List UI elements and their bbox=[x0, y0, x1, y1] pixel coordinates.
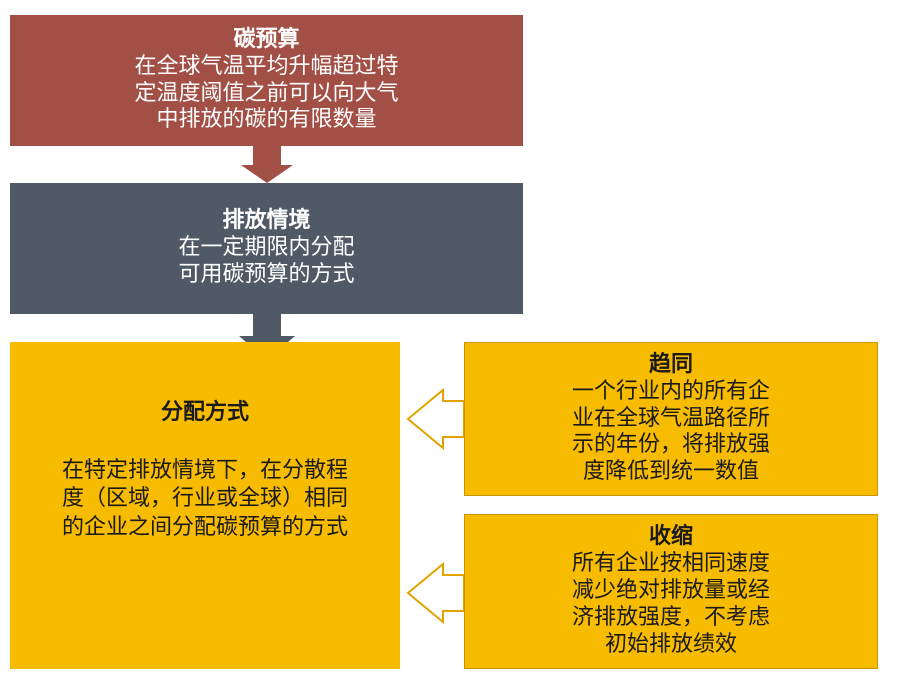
arrow-scenario-to-method bbox=[239, 314, 295, 360]
contraction-title: 收缩 bbox=[648, 524, 693, 550]
convergence-line-2: 业在全球气温路径所 bbox=[571, 405, 770, 431]
allocation-method-title: 分配方式 bbox=[160, 400, 249, 425]
emission-scenario-line-1: 在一定期限内分配 bbox=[178, 235, 355, 261]
carbon-budget-line-1: 在全球气温平均升幅超过特 bbox=[134, 53, 399, 79]
convergence-line-3: 示的年份，将排放强 bbox=[571, 432, 770, 458]
emission-scenario-box: 排放情境 在一定期限内分配 可用碳预算的方式 bbox=[10, 183, 523, 314]
carbon-budget-line-3: 中排放的碳的有限数量 bbox=[156, 107, 377, 133]
emission-scenario-line-2: 可用碳预算的方式 bbox=[178, 261, 355, 287]
allocation-method-line-1: 在特定排放情境下，在分散程 bbox=[61, 457, 348, 483]
convergence-line-4: 度降低到统一数值 bbox=[582, 459, 759, 485]
carbon-budget-title: 碳预算 bbox=[233, 26, 300, 52]
carbon-budget-box: 碳预算 在全球气温平均升幅超过特 定温度阈值之前可以向大气 中排放的碳的有限数量 bbox=[10, 15, 523, 146]
allocation-method-line-2: 度（区域，行业或全球）相同 bbox=[61, 486, 348, 512]
contraction-box: 收缩 所有企业按相同速度 减少绝对排放量或经 济排放强度，不考虑 初始排放绩效 bbox=[464, 514, 878, 669]
convergence-line-1: 一个行业内的所有企 bbox=[571, 378, 770, 404]
contraction-line-1: 所有企业按相同速度 bbox=[571, 551, 770, 577]
arrow-convergence-to-method bbox=[406, 387, 465, 451]
allocation-method-description: 在特定排放情境下，在分散程 度（区域，行业或全球）相同 的企业之间分配碳预算的方… bbox=[44, 457, 366, 543]
contraction-line-4: 初始排放绩效 bbox=[604, 631, 737, 657]
convergence-title: 趋同 bbox=[648, 351, 693, 377]
allocation-method-box: 分配方式 在特定排放情境下，在分散程 度（区域，行业或全球）相同 的企业之间分配… bbox=[10, 342, 400, 669]
allocation-method-line-3: 的企业之间分配碳预算的方式 bbox=[61, 515, 348, 541]
convergence-box: 趋同 一个行业内的所有企 业在全球气温路径所 示的年份，将排放强 度降低到统一数… bbox=[464, 342, 878, 496]
contraction-line-3: 济排放强度，不考虑 bbox=[571, 604, 770, 630]
emission-scenario-title: 排放情境 bbox=[222, 208, 311, 234]
arrow-budget-to-scenario bbox=[241, 146, 293, 183]
arrow-contraction-to-method bbox=[406, 561, 465, 625]
contraction-line-2: 减少绝对排放量或经 bbox=[571, 578, 770, 604]
carbon-budget-line-2: 定温度阈值之前可以向大气 bbox=[134, 80, 399, 106]
